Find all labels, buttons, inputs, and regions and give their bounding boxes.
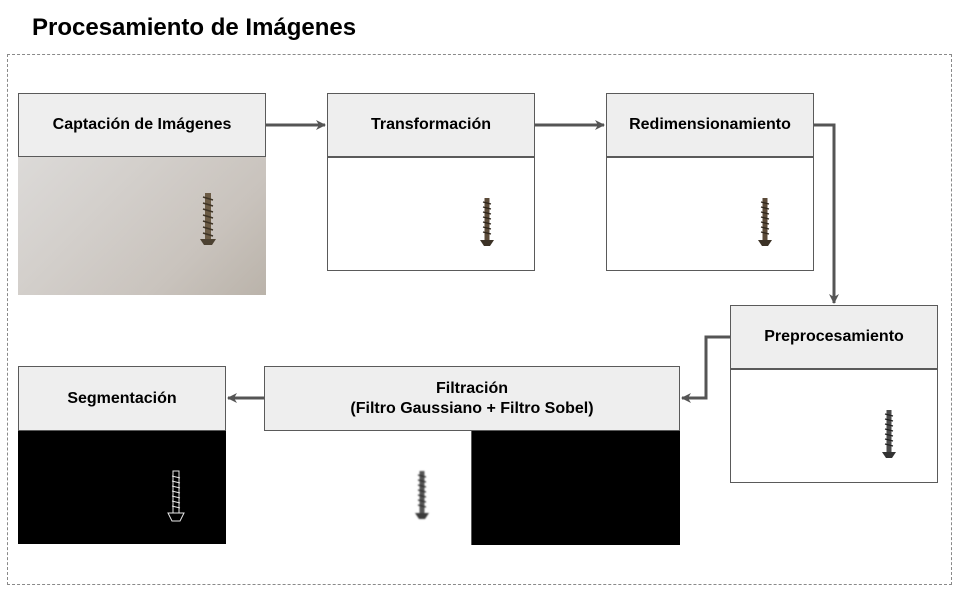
step-captacion-header: Captación de Imágenes [18, 93, 266, 157]
step-preprocesamiento-header: Preprocesamiento [730, 305, 938, 369]
step-filtracion-header: Filtración (Filtro Gaussiano + Filtro So… [264, 366, 680, 431]
step-filtracion-image [264, 431, 680, 545]
arrow-preprocesamiento-to-filtracion [681, 335, 730, 403]
screw-icon [882, 410, 896, 458]
step-preprocesamiento-image [730, 369, 938, 483]
step-captacion-label: Captación de Imágenes [52, 116, 232, 133]
step-segmentacion-label: Segmentación [67, 389, 177, 407]
step-redimensionamiento-header: Redimensionamiento [606, 93, 814, 157]
step-transformacion-label: Transformación [370, 116, 492, 133]
step-captacion-image [18, 157, 266, 295]
screw-icon [415, 471, 429, 519]
step-redimensionamiento-label: Redimensionamiento [629, 116, 791, 133]
step-transformacion-image [327, 157, 535, 271]
page-title: Procesamiento de Imágenes [32, 14, 357, 41]
screw-icon [758, 198, 772, 246]
step-transformacion-header: Transformación [327, 93, 535, 157]
step-segmentacion-header: Segmentación [18, 366, 226, 431]
filtracion-gaussian-panel [264, 431, 472, 545]
step-segmentacion-image [18, 431, 226, 544]
screw-icon [480, 198, 494, 246]
screw-outline-icon [167, 470, 185, 522]
step-redimensionamiento-image [606, 157, 814, 271]
step-preprocesamiento-label: Preprocesamiento [764, 328, 904, 345]
diagram-frame [7, 54, 952, 585]
step-filtracion-label-line2: (Filtro Gaussiano + Filtro Sobel) [350, 399, 594, 417]
filtracion-sobel-panel [472, 431, 680, 545]
arrow-redimensionamiento-to-preprocesamiento [814, 123, 839, 304]
step-filtracion-label-line1: Filtración [435, 379, 508, 397]
screw-icon [200, 193, 216, 245]
